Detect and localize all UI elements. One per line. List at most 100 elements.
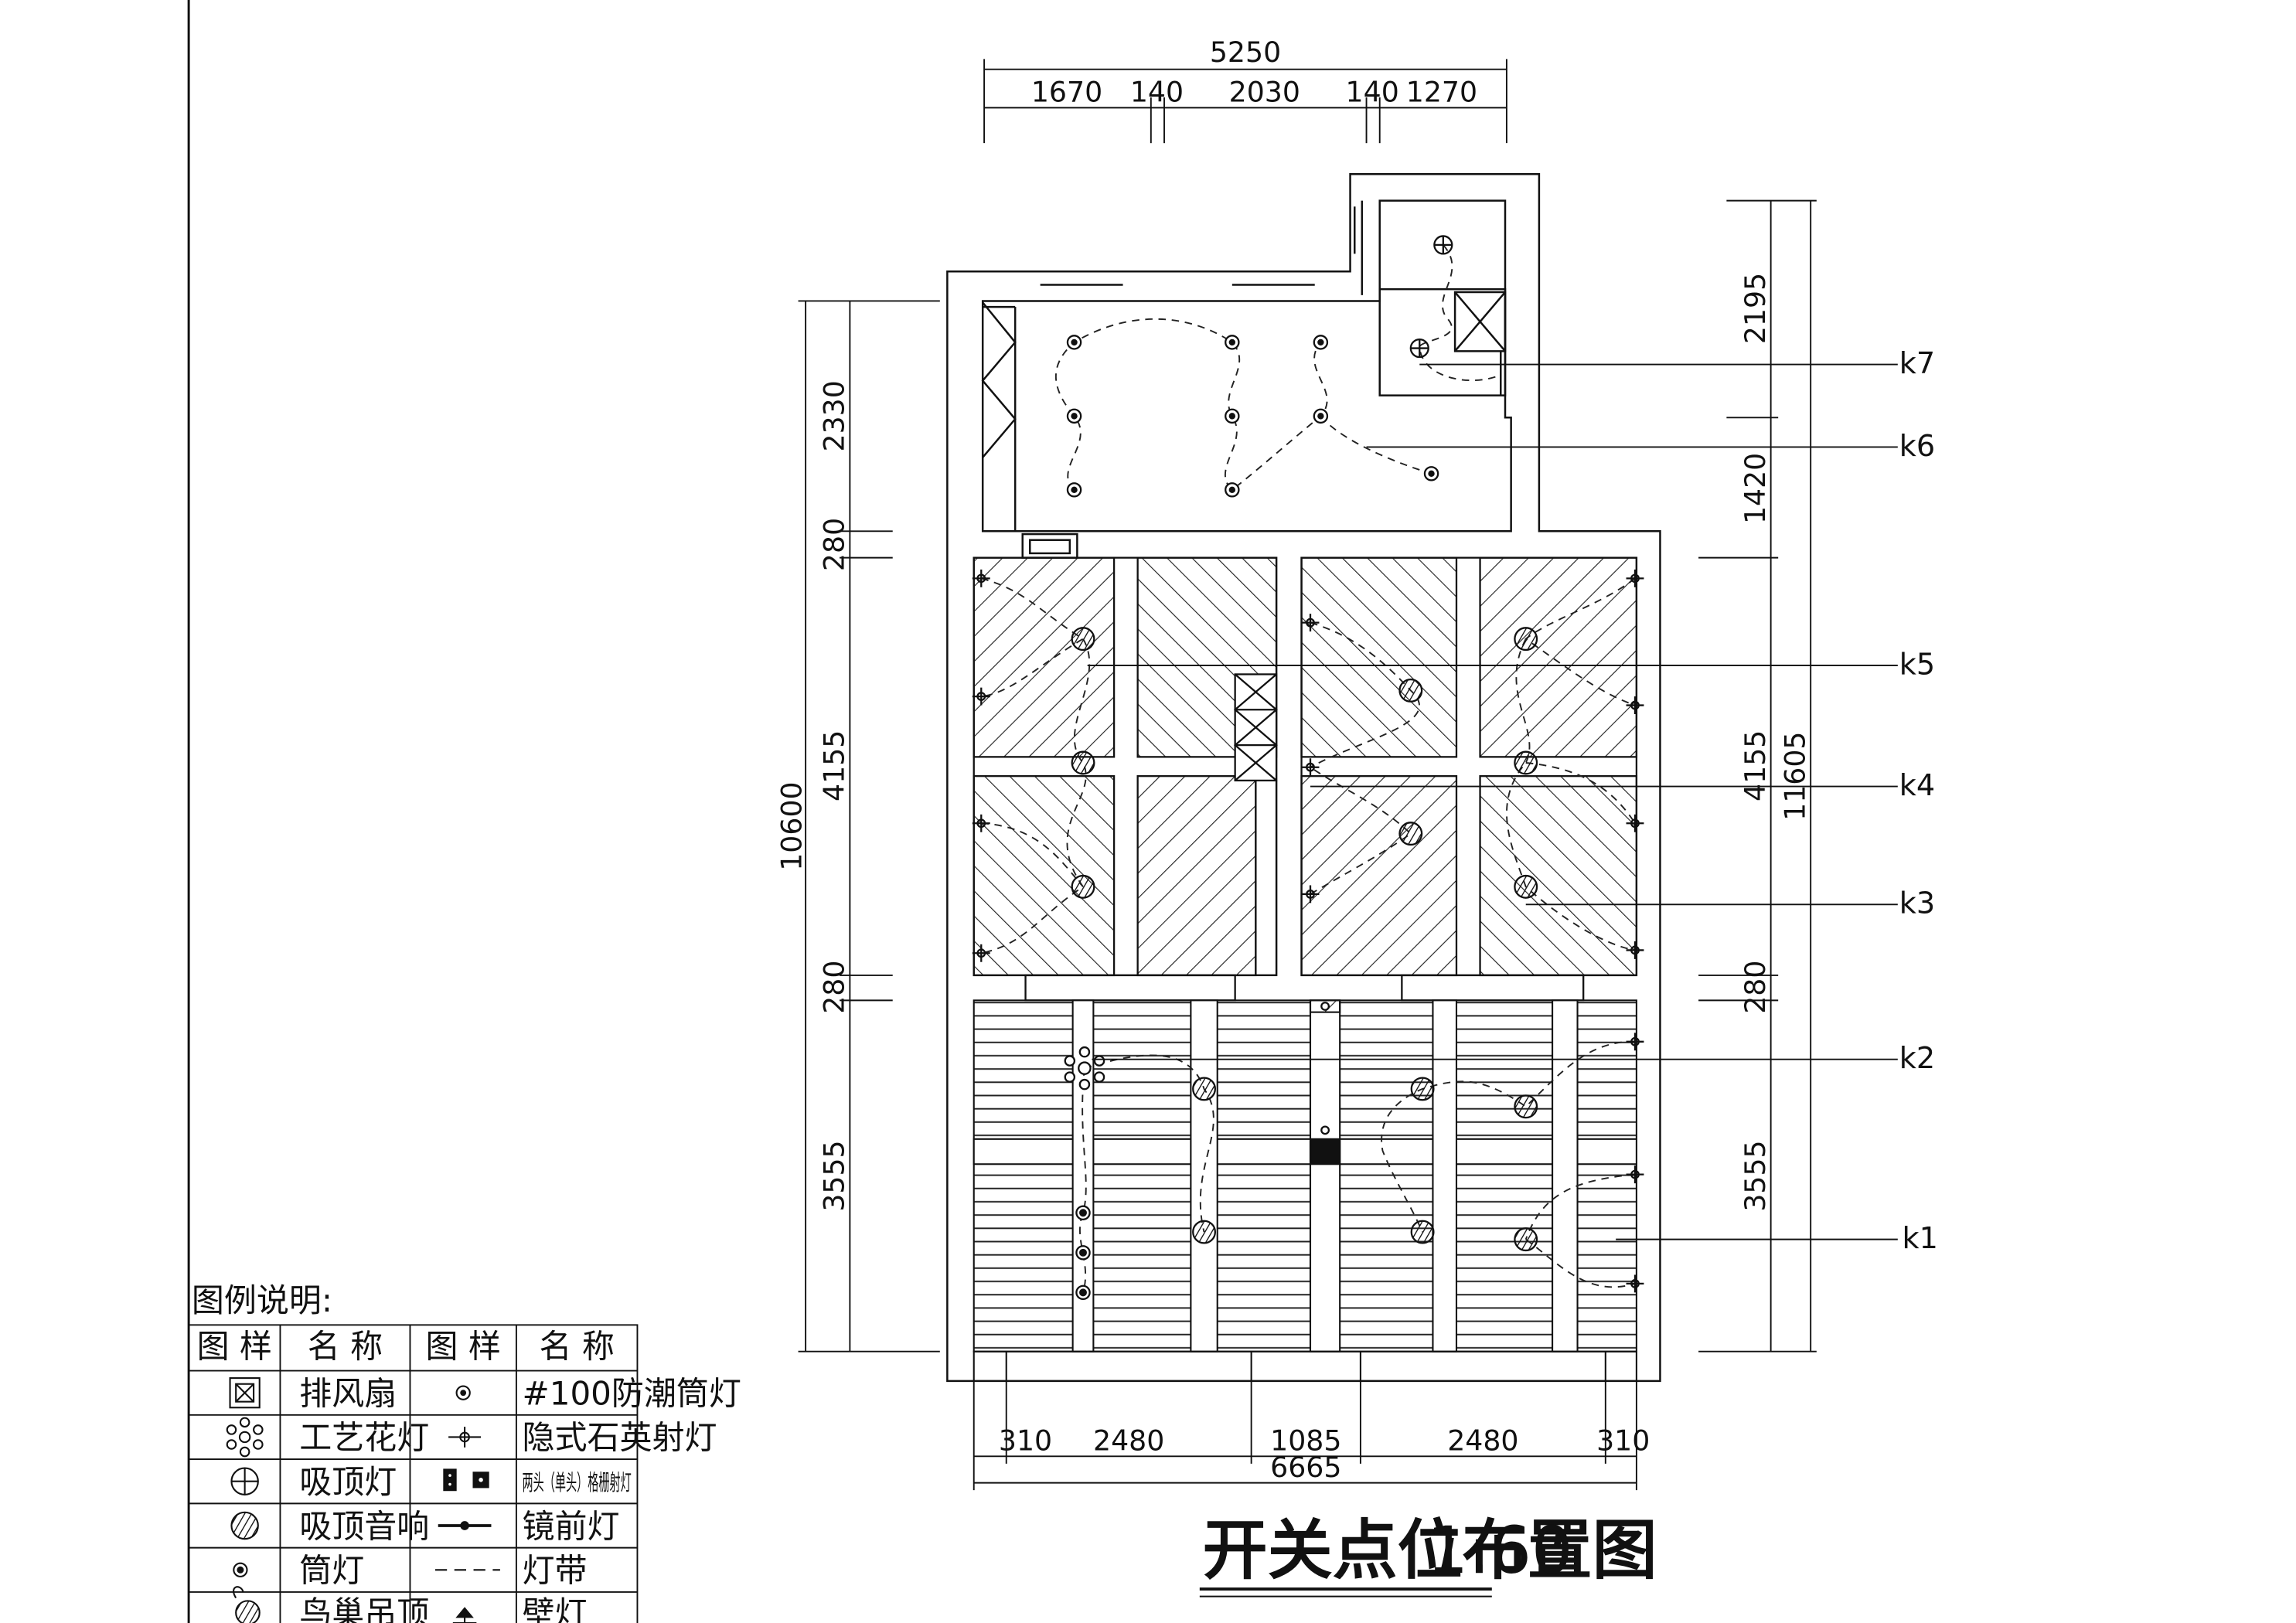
dim-top-seg: 1270 [1406,76,1477,109]
downlight-icon [1075,1245,1091,1261]
dim-bottom-seg: 310 [1596,1424,1650,1458]
bird-nest-ceiling-icon [1514,627,1538,652]
legend-name: 排风扇 [299,1374,397,1412]
legend-name: 两头（单头）格栅射灯 [523,1469,632,1495]
dim-left-seg: 3555 [818,1140,851,1211]
bird-nest-ceiling-icon [1071,627,1095,652]
living-room-ceiling [973,556,1638,1002]
downlight-icon [1066,482,1082,498]
recessed-spotlight-icon [972,944,990,962]
dim-bottom-seg: 2480 [1093,1424,1164,1458]
wall-lamp-icon [452,1607,477,1623]
downlight-icon [1225,408,1240,424]
dim-bottom-seg: 2480 [1447,1424,1518,1458]
dim-right-seg: 280 [1739,961,1772,1014]
dim-bottom-seg: 1085 [1270,1424,1341,1458]
bird-nest-ceiling-icon [233,1586,261,1623]
dim-left-seg: 280 [818,518,851,571]
legend-name: 工艺花灯 [299,1419,429,1457]
moisture-proof-downlight-icon [1320,1002,1330,1135]
dim-right-seg: 2195 [1739,273,1772,344]
dimension-texts: 5250 1670 140 2030 140 1270 10600 2330 2… [775,36,1811,1484]
downlight-icon [1075,1205,1091,1221]
legend-name: 壁灯 [523,1594,588,1623]
bird-nest-ceiling-icon [1398,822,1423,846]
downlight-icon [1066,335,1082,350]
bird-nest-ceiling-icon [1192,1220,1217,1244]
dim-left-total: 10600 [775,781,808,870]
legend-name: 镜前灯 [523,1507,620,1545]
switch-label-k1: k1 [1903,1222,1938,1256]
recessed-spotlight-icon [1301,614,1320,632]
dim-top-seg: 2030 [1229,76,1300,109]
downlight-icon [1423,466,1439,481]
dim-left-seg: 280 [818,961,851,1014]
bird-nest-ceiling-icon [1514,750,1538,775]
downlight-icon [1066,408,1082,424]
bird-nest-ceiling-icon [1514,874,1538,899]
bird-nest-ceiling-icon [1410,1220,1435,1244]
dim-right-seg: 4155 [1739,730,1772,801]
dim-top-total: 5250 [1210,36,1281,69]
dim-bottom-total: 6665 [1270,1451,1341,1484]
dimension-lines [798,59,1817,1491]
ceiling-light-icon [230,1467,259,1495]
grille-light-icon [443,1468,489,1492]
bird-nest-ceiling-icon [1192,1077,1217,1101]
drawing-scale: 1:60 [1427,1512,1573,1588]
downlight-icon [1075,1284,1091,1301]
mirror-light-icon [438,1521,492,1530]
dim-left-seg: 2330 [818,380,851,451]
recessed-spotlight-icon [448,1427,482,1448]
downlight-icon [1313,408,1329,424]
legend-header: 名 称 [308,1327,383,1365]
dim-right-seg: 3555 [1739,1140,1772,1211]
decorative-chandelier-icon [226,1417,264,1458]
legend-name: 隐式石英射灯 [523,1419,717,1457]
recessed-spotlight-icon [972,687,990,706]
legend-table: 图例说明: 图 样 名 称 图 样 名 称 [188,1281,741,1623]
bird-nest-ceiling-icon [1514,1094,1538,1119]
recessed-spotlight-icon [972,569,990,587]
recessed-spotlight-icon [972,814,990,832]
legend-name: 灯带 [523,1552,588,1590]
legend-name: 吸顶音响 [299,1507,429,1545]
switch-labels: k7 k6 k5 k4 k3 k2 k1 [1899,347,1938,1256]
decorative-chandelier-icon [1064,1046,1105,1091]
legend-name: 鸟巢吊顶 [299,1594,429,1623]
recessed-spotlight-icon [1626,696,1644,714]
dim-left-seg: 4155 [818,730,851,801]
bird-nest-ceiling-icon [1398,678,1423,703]
legend-name: 吸顶灯 [299,1463,397,1501]
switch-label-k7: k7 [1899,347,1935,381]
dim-right-total: 11605 [1779,731,1812,820]
legend-header: 图 样 [197,1327,272,1365]
ceiling-speaker-icon [230,1511,259,1540]
switch-label-k3: k3 [1899,887,1935,921]
legend-heading: 图例说明: [192,1281,332,1319]
recessed-spotlight-icon [1301,758,1320,777]
fixtures [972,235,1644,1301]
bird-nest-ceiling-icon [1410,1077,1435,1101]
drawing-title: 开关点位布置图 1:60 [1199,1512,1657,1597]
recessed-spotlight-icon [1626,569,1644,587]
switch-label-k5: k5 [1899,648,1935,682]
recessed-spotlight-icon [1626,1165,1644,1184]
legend-header: 图 样 [426,1327,501,1365]
legend-name: #100防潮筒灯 [523,1374,741,1412]
switch-label-k2: k2 [1899,1042,1935,1076]
dim-right-seg: 1420 [1739,453,1772,524]
ceiling-light-icon [1433,235,1453,255]
recessed-spotlight-icon [1626,941,1644,959]
drawing-title-text: 开关点位布置图 [1203,1512,1657,1588]
switch-leaders [1087,363,1898,1240]
downlight-icon [1225,335,1240,350]
ceiling-light-icon [1409,338,1429,359]
bird-nest-ceiling-icon [1071,874,1095,899]
downlight-icon [1225,482,1240,498]
recessed-spotlight-icon [1626,814,1644,832]
dim-bottom-seg: 310 [999,1424,1052,1458]
bird-nest-ceiling-icon [1514,1227,1538,1252]
